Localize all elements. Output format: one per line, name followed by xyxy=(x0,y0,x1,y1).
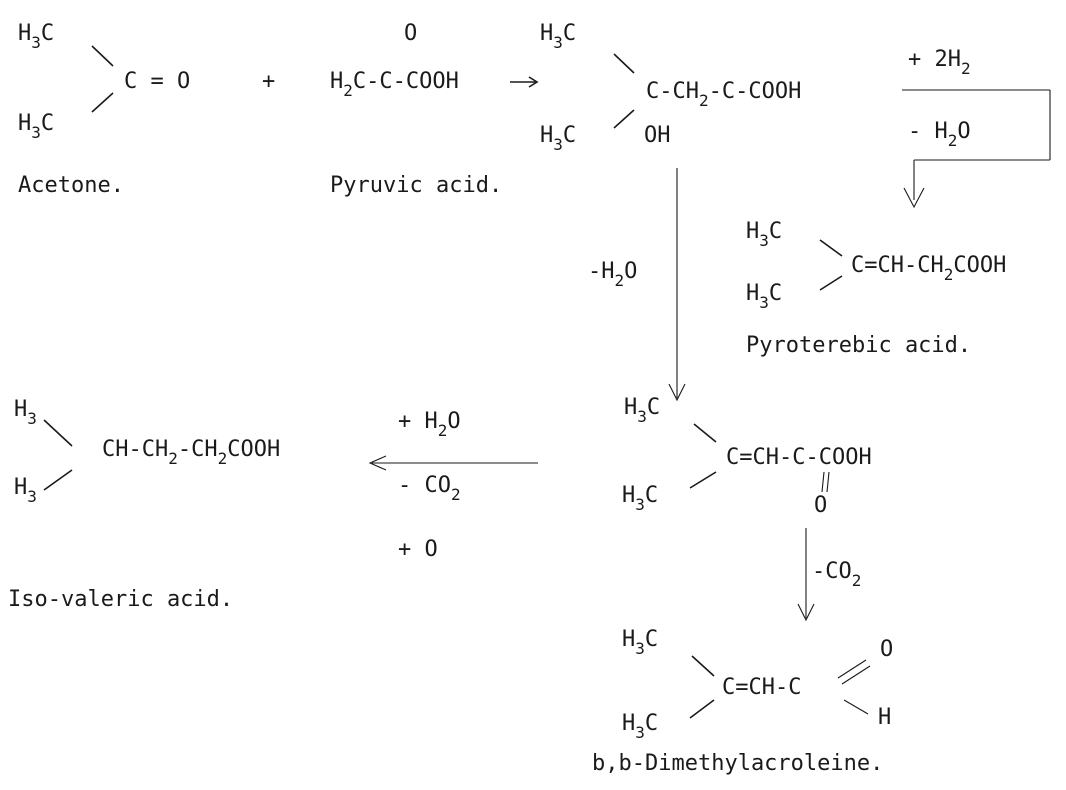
pyruvic-name: Pyruvic acid. xyxy=(330,173,502,198)
keto-acid-structure: H3C H3C C=CH-C-COOH O xyxy=(622,395,872,518)
isovaleric-chain: CH-CH2-CH2COOH xyxy=(102,437,280,468)
pyruvic-acid-structure: O H2C-C-COOH Pyruvic acid. xyxy=(330,21,502,198)
intermediate-bond-bottom xyxy=(613,109,635,129)
hydrolysis-reagent-2: - CO2 xyxy=(398,473,461,504)
dimethylacroleine-methyl-bottom: H3C xyxy=(622,711,658,742)
acetone-carbonyl: C = O xyxy=(124,69,190,94)
keto-methyl-top: H3C xyxy=(624,395,660,426)
keto-methyl-bottom: H3C xyxy=(622,483,658,514)
intermediate-methyl-top: H3C xyxy=(540,21,576,52)
isovaleric-acid-structure: H3 H3 CH-CH2-CH2COOH Iso-valeric acid. xyxy=(8,397,280,612)
isovaleric-methyl-top: H3 xyxy=(14,397,37,428)
keto-chain: C=CH-C-COOH xyxy=(726,445,872,470)
dehydration-reagent: -H2O xyxy=(588,259,637,290)
pyroterebic-name: Pyroterebic acid. xyxy=(746,333,971,358)
pyruvic-oxygen: O xyxy=(404,21,417,46)
decarboxylation-reagent: -CO2 xyxy=(812,559,861,590)
dehydration-step: -H2O xyxy=(588,168,686,402)
dimethylacroleine-structure: H3C H3C C=CH-C O H b,b-Dimethylacroleine… xyxy=(592,627,893,776)
reduction-reagent-bottom: - H2O xyxy=(908,119,971,150)
arrow-condensation xyxy=(510,76,539,88)
hydrolysis-reagent-3: + O xyxy=(398,537,438,562)
pyroterebic-chain: C=CH-CH2COOH xyxy=(851,253,1006,284)
intermediate-chain: C-CH2-C-COOH xyxy=(646,79,801,110)
pyroterebic-bond-top xyxy=(819,239,843,257)
hydrolysis-step: + H2O - CO2 + O xyxy=(368,409,538,562)
keto-bond-bottom xyxy=(689,471,717,489)
hydroxy-acid-structure: H3C H3C C-CH2-C-COOH OH xyxy=(540,21,801,154)
pyroterebic-acid-structure: H3C H3C C=CH-CH2COOH Pyroterebic acid. xyxy=(746,219,1006,358)
pyroterebic-methyl-bottom: H3C xyxy=(746,281,782,312)
reduction-reagent-top: + 2H2 xyxy=(908,47,971,78)
pyroterebic-methyl-top: H3C xyxy=(746,219,782,250)
dimethylacroleine-bond-top xyxy=(691,655,715,677)
dimethylacroleine-methyl-top: H3C xyxy=(622,627,658,658)
intermediate-bond-top xyxy=(613,53,635,74)
dimethylacroleine-hydrogen: H xyxy=(878,705,891,730)
intermediate-methyl-bottom: H3C xyxy=(540,123,576,154)
decarboxylation-step: -CO2 xyxy=(797,528,861,622)
keto-bond-top xyxy=(693,423,717,443)
acetone-methyl-top: H3C xyxy=(18,21,54,52)
pyruvic-formula: H2C-C-COOH xyxy=(330,69,459,100)
dimethylacroleine-oxygen: O xyxy=(880,637,893,662)
isovaleric-name: Iso-valeric acid. xyxy=(8,587,233,612)
hydrolysis-reagent-1: + H2O xyxy=(398,409,461,440)
isovaleric-methyl-bottom: H3 xyxy=(14,475,37,506)
acetone-bond-bottom xyxy=(91,92,114,113)
reduction-step: + 2H2 - H2O xyxy=(902,47,1051,209)
dimethylacroleine-chain: C=CH-C xyxy=(722,675,801,700)
dimethylacroleine-name: b,b-Dimethylacroleine. xyxy=(592,751,883,776)
keto-oxygen: O xyxy=(814,493,827,518)
intermediate-hydroxyl: OH xyxy=(644,123,671,148)
acetone-name: Acetone. xyxy=(18,173,124,198)
acetone-methyl-bottom: H3C xyxy=(18,111,54,142)
plus-sign: + xyxy=(262,69,275,94)
dimethylacroleine-bond-bottom xyxy=(689,699,715,719)
pyroterebic-bond-bottom xyxy=(819,275,843,291)
acetone-bond-top xyxy=(91,45,114,67)
acetone-structure: H3C H3C C = O Acetone. xyxy=(18,21,190,198)
